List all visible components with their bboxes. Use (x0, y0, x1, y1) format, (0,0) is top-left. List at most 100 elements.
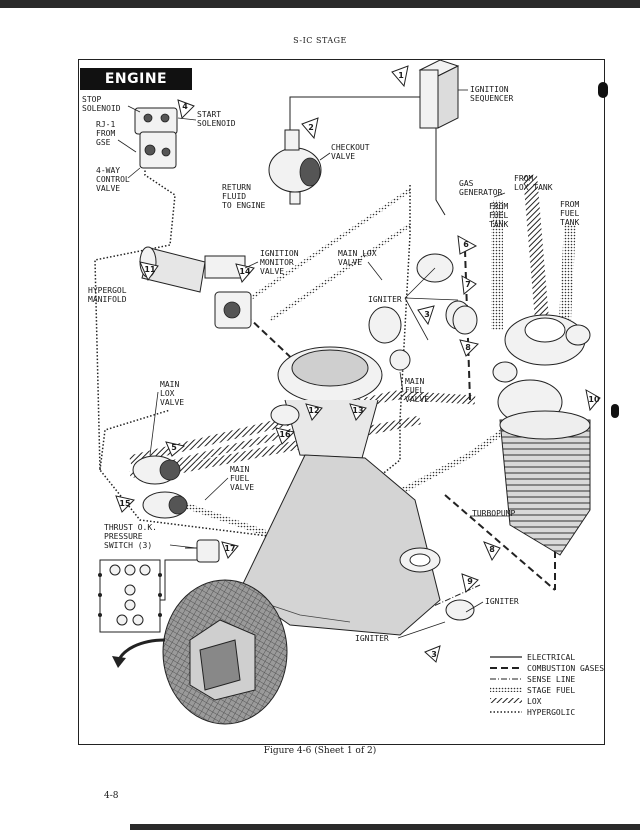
turbopump (492, 314, 591, 556)
svg-text:HYPERGOLIC: HYPERGOLIC (527, 708, 575, 717)
svg-text:12: 12 (308, 406, 319, 415)
ignition-sequencer (418, 59, 460, 129)
scan-artifact-2 (611, 404, 619, 418)
injector-dome (277, 346, 383, 459)
svg-text:15: 15 (119, 499, 131, 508)
step-9: 9 (461, 573, 479, 593)
step-11: 11 (139, 261, 159, 282)
svg-text:6: 6 (463, 240, 469, 249)
svg-text:SENSE LINE: SENSE LINE (527, 675, 575, 684)
legend-electrical: ELECTRICAL (490, 653, 575, 662)
igniter-lower (445, 599, 475, 621)
main-valves-lower (132, 404, 300, 519)
svg-text:ELECTRICAL: ELECTRICAL (527, 653, 575, 662)
scan-bottom-edge (130, 824, 640, 830)
step-3: 3 (417, 305, 435, 326)
legend-lox: LOX (490, 697, 542, 706)
step-8: 8 (459, 339, 479, 357)
figure-frame (78, 59, 605, 745)
step-2: 2 (301, 117, 319, 140)
step-8b: 8 (483, 541, 501, 562)
label-igniter-right: IGNITER (485, 597, 519, 606)
svg-text:1: 1 (398, 71, 404, 80)
gas-generator (452, 305, 478, 335)
svg-text:16: 16 (279, 430, 291, 439)
svg-text:2: 2 (308, 123, 314, 132)
diagram-title: ENGINE START (80, 68, 192, 109)
svg-text:9: 9 (467, 577, 473, 586)
four-way-control-valve (134, 107, 178, 169)
svg-text:STAGE FUEL: STAGE FUEL (527, 686, 575, 695)
label-igniter-top: IGNITER (368, 295, 402, 304)
step-5: 5 (165, 441, 186, 457)
svg-text:COMBUSTION GASES: COMBUSTION GASES (527, 664, 604, 673)
legend: ELECTRICAL COMBUSTION GASES SENSE LINE S… (490, 653, 604, 717)
leader-lines (117, 89, 510, 639)
legend-hypergolic: HYPERGOLIC (490, 708, 575, 717)
hypergolic-lines (94, 160, 411, 541)
step-6: 6 (457, 235, 478, 255)
svg-text:13: 13 (352, 406, 363, 415)
page-header: S-IC STAGE (293, 36, 347, 45)
checkout-valve (268, 129, 322, 205)
thrust-chamber-nozzle (239, 454, 441, 636)
svg-text:10: 10 (588, 395, 600, 404)
svg-text:11: 11 (144, 265, 156, 274)
svg-text:8: 8 (489, 545, 495, 554)
page-number: 4-8 (104, 791, 119, 801)
scan-top-edge (0, 0, 640, 8)
svg-text:3: 3 (431, 650, 437, 659)
svg-text:7: 7 (465, 280, 471, 289)
thrust-ok-switch (196, 539, 220, 563)
scan-artifact (598, 82, 608, 98)
step-markers: 1 2 3 3 4 5 6 7 8 8 9 10 11 12 13 14 15 … (115, 65, 601, 663)
step-15: 15 (115, 495, 135, 513)
svg-text:17: 17 (224, 544, 235, 553)
legend-combustion-gases: COMBUSTION GASES (490, 664, 604, 673)
step-12: 12 (305, 403, 323, 421)
svg-text:14: 14 (239, 267, 251, 276)
step-10: 10 (585, 389, 601, 412)
step-14: 14 (235, 263, 255, 283)
svg-text:LOX: LOX (527, 697, 542, 706)
step-4: 4 (177, 99, 195, 119)
svg-text:8: 8 (465, 343, 471, 352)
step-3b: 3 (424, 645, 441, 663)
magnified-inset (112, 579, 288, 725)
hypergol-manifold (139, 246, 252, 329)
step-13: 13 (349, 403, 367, 421)
svg-text:3: 3 (424, 310, 430, 319)
step-16: 16 (275, 427, 295, 445)
figure-caption: Figure 4-6 (Sheet 1 of 2) (263, 746, 377, 756)
legend-stage-fuel: STAGE FUEL (490, 686, 575, 695)
legend-sense-line: SENSE LINE (490, 675, 575, 684)
label-turbopump: TURBOPUMP (472, 509, 516, 518)
step-7: 7 (461, 275, 477, 295)
svg-text:5: 5 (171, 443, 177, 452)
control-panel (98, 559, 162, 633)
step-1: 1 (391, 65, 409, 88)
svg-text:4: 4 (182, 102, 188, 111)
step-17: 17 (221, 541, 239, 559)
label-igniter-bottom: IGNITER (355, 634, 389, 643)
